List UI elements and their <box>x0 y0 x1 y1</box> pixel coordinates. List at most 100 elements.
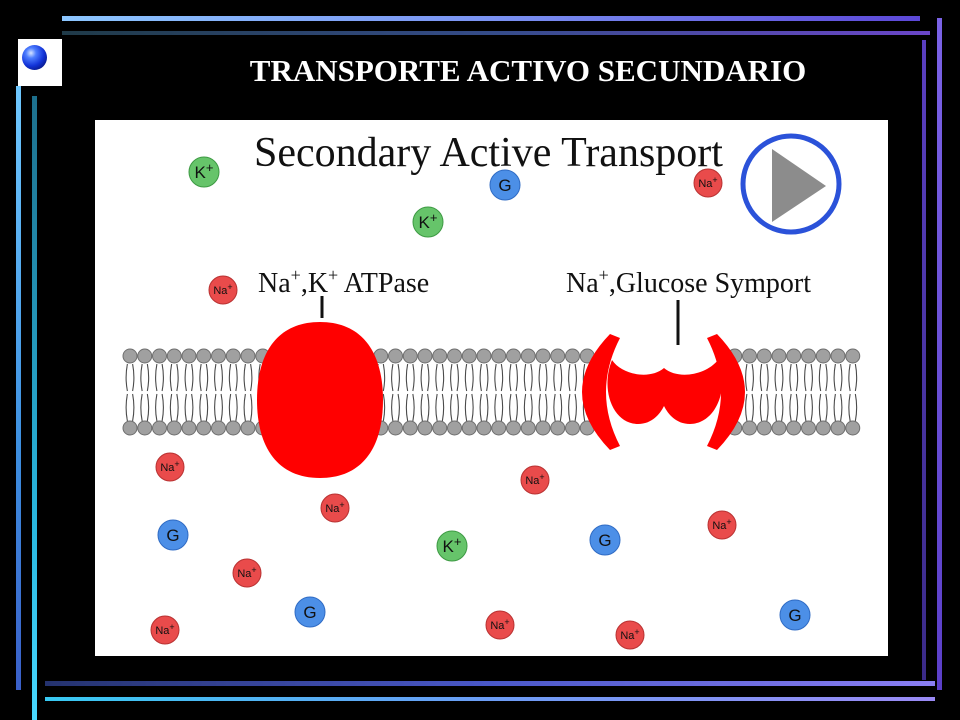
phospholipid-head <box>447 348 462 364</box>
phospholipid-head <box>240 348 256 364</box>
phospholipid-head <box>402 420 418 436</box>
particle-symbol: Na <box>213 285 228 297</box>
particle-charge: + <box>251 565 256 575</box>
phospholipid-head <box>166 420 182 436</box>
sodium-ion-label: Na+ <box>698 175 717 190</box>
phospholipid-head <box>181 420 197 436</box>
particle-charge: + <box>454 534 462 549</box>
sodium-ion-label: Na+ <box>237 565 256 580</box>
slide-title: TRANSPORTE ACTIVO SECUNDARIO <box>249 53 807 88</box>
symport-label-na-charge: + <box>599 265 609 285</box>
particle-symbol: Na <box>155 625 170 637</box>
glucose-molecule: G <box>489 169 521 201</box>
phospholipid-head <box>417 348 433 364</box>
sodium-ion-circle <box>150 615 180 645</box>
sodium-ion-label: Na+ <box>490 617 509 632</box>
potassium-ion: K+ <box>436 530 468 562</box>
phospholipid-head <box>417 420 433 436</box>
decor-bar-left-1 <box>16 86 21 690</box>
sodium-ion-circle <box>485 610 515 640</box>
phospholipid-head <box>152 348 167 364</box>
particle-symbol: K <box>419 213 431 232</box>
phospholipid-head <box>240 420 256 436</box>
phospholipid-head <box>196 420 212 436</box>
phospholipid-head <box>388 348 403 364</box>
sodium-ion-label: Na+ <box>325 500 344 515</box>
sodium-ion: Na+ <box>520 465 550 495</box>
sodium-ion-label: Na+ <box>160 459 179 474</box>
phospholipid-head <box>815 420 831 436</box>
particle-charge: + <box>227 282 232 292</box>
sodium-ion: Na+ <box>155 452 185 482</box>
particle-symbol: Na <box>160 462 175 474</box>
phospholipid-head <box>520 348 536 364</box>
sodium-ion-label: Na+ <box>213 282 232 297</box>
sodium-ion-circle <box>208 275 238 305</box>
atpase-label: Na+,K+ ATPase <box>258 265 429 299</box>
phospholipid-head <box>137 420 153 436</box>
phospholipid-head <box>550 348 566 364</box>
potassium-ion-label: K+ <box>419 210 438 232</box>
symport-label-na: Na <box>566 268 599 299</box>
phospholipid-head <box>476 348 492 364</box>
phospholipid-head <box>845 420 861 436</box>
glucose-molecule-circle <box>779 599 811 631</box>
decor-bar-right-2 <box>922 40 926 680</box>
na-glucose-symport-protein <box>582 334 745 450</box>
particle-symbol: Na <box>237 568 252 580</box>
sodium-ion-circle <box>615 620 645 650</box>
sodium-ion-label: Na+ <box>155 622 174 637</box>
phospholipid-head <box>565 420 580 436</box>
particle-symbol: Na <box>698 178 713 190</box>
phospholipid-head <box>520 420 536 436</box>
phospholipid-head <box>565 348 580 364</box>
sodium-ion: Na+ <box>320 493 350 523</box>
decor-bar-bottom-1 <box>45 681 935 686</box>
particle-symbol: G <box>788 606 801 625</box>
phospholipid-head <box>196 348 212 364</box>
glucose-molecule-circle <box>489 169 521 201</box>
sodium-ion-circle <box>707 510 737 540</box>
phospholipid-head <box>447 420 462 436</box>
na-k-atpase-protein <box>257 322 383 478</box>
atpase-label-na: Na <box>258 268 291 299</box>
phospholipid-head <box>830 348 846 364</box>
phospholipid-head <box>771 348 787 364</box>
glucose-molecule-label: G <box>788 606 801 625</box>
phospholipid-head <box>786 348 802 364</box>
phospholipid-head <box>122 420 138 436</box>
decor-bar-left-2 <box>32 96 37 720</box>
glucose-molecule-label: G <box>303 603 316 622</box>
phospholipid-head <box>225 348 241 364</box>
particle-charge: + <box>634 627 639 637</box>
potassium-ion-label: K+ <box>443 534 462 556</box>
phospholipid-head <box>491 348 507 364</box>
particle-symbol: Na <box>712 520 727 532</box>
phospholipid-head <box>402 348 418 364</box>
phospholipid-head <box>830 420 846 436</box>
sodium-ion: Na+ <box>693 168 723 198</box>
play-button[interactable] <box>740 133 842 235</box>
glucose-molecule-circle <box>294 596 326 628</box>
potassium-ion-label: K+ <box>195 160 214 182</box>
phospholipid-head <box>388 420 403 436</box>
particle-symbol: Na <box>525 475 540 487</box>
particle-symbol: G <box>498 176 511 195</box>
symport-right-subunit <box>707 334 745 450</box>
atpase-label-na-charge: + <box>291 265 301 285</box>
potassium-ion-circle <box>412 206 444 238</box>
glucose-molecule-circle <box>589 524 621 556</box>
decor-bar-bottom-2 <box>45 697 935 701</box>
potassium-ion-circle <box>188 156 220 188</box>
glucose-molecule-label: G <box>166 526 179 545</box>
phospholipid-head <box>461 348 477 364</box>
phospholipid-head <box>535 420 551 436</box>
glucose-molecule-circle <box>157 519 189 551</box>
play-icon[interactable] <box>772 149 826 222</box>
phospholipid-head <box>771 420 787 436</box>
particle-symbol: K <box>443 537 455 556</box>
glucose-molecule-label: G <box>498 176 511 195</box>
phospholipid-head <box>550 420 566 436</box>
sodium-ion-label: Na+ <box>620 627 639 642</box>
